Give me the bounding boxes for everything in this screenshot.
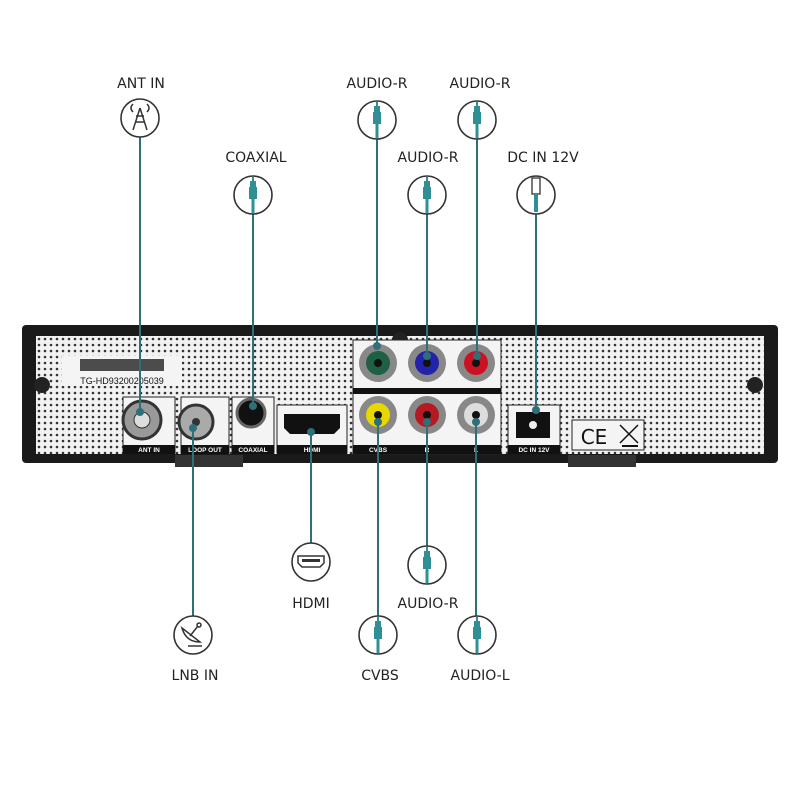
callout-dc-in: DC IN 12V xyxy=(507,150,579,215)
callout-ant-in: ANT IN xyxy=(117,76,165,138)
serial-sticker: TG-HD93200205039 xyxy=(62,356,182,386)
callout-label: DC IN 12V xyxy=(507,150,579,166)
callout-label: HDMI xyxy=(292,596,330,612)
screw-icon xyxy=(34,377,50,393)
port-ant-in: ANT IN xyxy=(121,396,176,454)
callout-audio-l: AUDIO-L xyxy=(451,615,510,684)
port-dc-in: DC IN 12V xyxy=(507,404,561,454)
barcode-icon xyxy=(80,359,164,371)
satellite-dish-icon xyxy=(180,622,203,647)
callout-audio-r-4: AUDIO-R xyxy=(398,545,459,612)
port-label: DC IN 12V xyxy=(518,447,550,454)
rca-blue-port xyxy=(408,344,446,382)
callout-audio-r-1: AUDIO-R xyxy=(347,76,408,140)
serial-number: TG-HD93200205039 xyxy=(80,376,164,386)
callout-label: AUDIO-R xyxy=(450,76,511,92)
weee-bin-icon xyxy=(619,424,639,447)
leader-lines xyxy=(136,137,540,616)
callout-lnb-in: LNB IN xyxy=(172,615,219,684)
callout-label: AUDIO-L xyxy=(451,668,510,684)
rca-yellow-port xyxy=(359,396,397,434)
hdmi-icon xyxy=(297,555,325,568)
receiver-back-panel: TG-HD93200205039 ANT IN LOOP OUT COAXIAL xyxy=(22,325,778,467)
callout-label: COAXIAL xyxy=(225,150,286,166)
rca-white-port xyxy=(457,396,495,434)
callout-audio-r-3: AUDIO-R xyxy=(398,150,459,215)
rca-green-port xyxy=(359,344,397,382)
port-label: LOOP OUT xyxy=(188,447,222,454)
svg-text:CE: CE xyxy=(581,425,608,449)
callout-hdmi: HDMI xyxy=(291,542,331,612)
screw-icon xyxy=(747,377,763,393)
rca-red-port xyxy=(457,344,495,382)
rca-red-port xyxy=(408,396,446,434)
callout-label: AUDIO-R xyxy=(398,150,459,166)
callout-coaxial: COAXIAL xyxy=(225,150,287,215)
callout-label: AUDIO-R xyxy=(347,76,408,92)
power-plug-icon xyxy=(531,177,541,212)
callout-label: ANT IN xyxy=(117,76,165,92)
callout-label: CVBS xyxy=(361,668,399,684)
callout-label: AUDIO-R xyxy=(398,596,459,612)
antenna-icon xyxy=(130,103,150,131)
port-label: HDMI xyxy=(304,447,321,454)
callout-audio-r-2: AUDIO-R xyxy=(450,76,511,140)
port-label: COAXIAL xyxy=(238,447,267,454)
callout-cvbs: CVBS xyxy=(358,615,399,684)
ce-mark: CE xyxy=(571,419,645,451)
port-label: ANT IN xyxy=(138,447,160,454)
callout-label: LNB IN xyxy=(172,668,219,684)
port-loop-out: LOOP OUT xyxy=(177,396,230,454)
